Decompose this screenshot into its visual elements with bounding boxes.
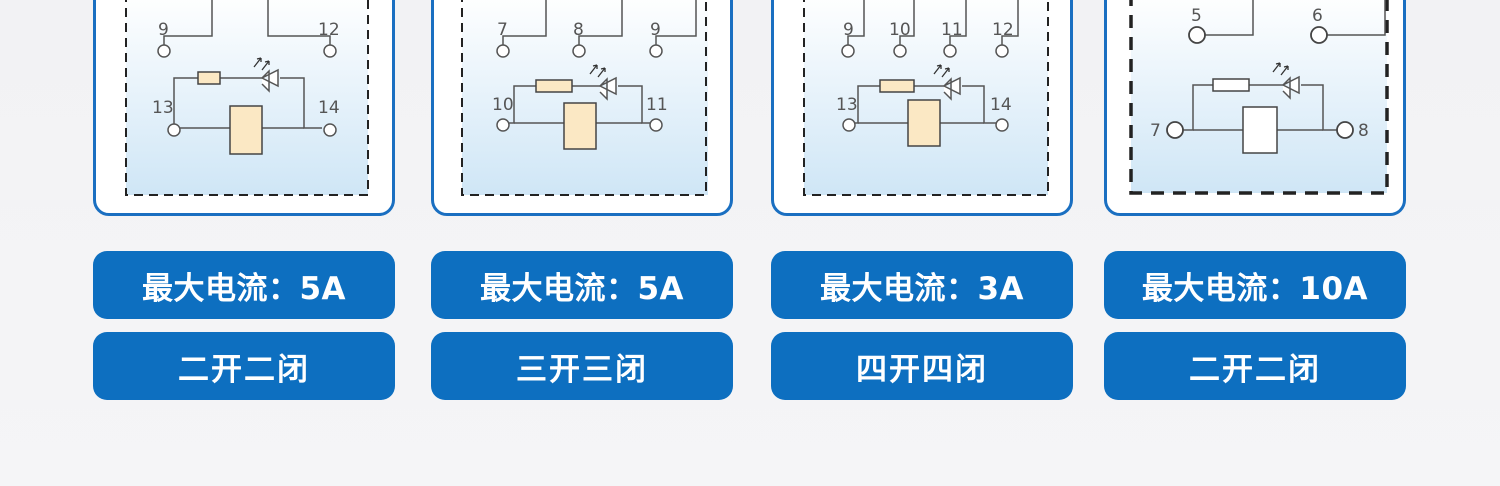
pin-label: 12 [318,20,340,40]
pin-label: 9 [158,20,169,40]
pin-label: 8 [1358,121,1369,141]
light-emission-icon [933,64,950,78]
contact-config-label: 二开二闭 [93,332,395,400]
pin-label: 11 [646,95,668,115]
pin-label: 6 [1312,6,1323,26]
pin-label: 14 [990,95,1012,115]
light-emission-icon [253,57,270,71]
pin-label: 12 [992,20,1014,40]
pin-label: 13 [152,98,174,118]
relay-card-4: 5 6 7 8 [1104,0,1406,216]
light-emission-icon [589,64,606,78]
pin-label: 10 [889,20,911,40]
relay-card-2: 7 8 9 10 11 [431,0,733,216]
max-current-label: 最大电流：5A [93,251,395,319]
relay-diagram-2: 7 8 9 10 11 [461,0,708,196]
relay-card-1: 9 12 13 14 [93,0,395,216]
contact-config-label: 二开二闭 [1104,332,1406,400]
relay-diagram-4: 5 6 7 8 [1129,0,1389,195]
contact-config-label: 三开三闭 [431,332,733,400]
max-current-label: 最大电流：3A [771,251,1073,319]
pin-label: 8 [573,20,584,40]
relay-card-3: 9 10 11 12 13 14 [771,0,1073,216]
pin-label: 9 [843,20,854,40]
pin-label: 5 [1191,6,1202,26]
relay-diagram-3: 9 10 11 12 13 14 [803,0,1049,196]
pin-label: 10 [492,95,514,115]
max-current-label: 最大电流：5A [431,251,733,319]
light-emission-icon [1272,62,1289,76]
pin-label: 7 [1150,121,1161,141]
pin-label: 7 [497,20,508,40]
relay-diagram-1: 9 12 13 14 [125,0,369,196]
pin-label: 14 [318,98,340,118]
pin-label: 9 [650,20,661,40]
contact-config-label: 四开四闭 [771,332,1073,400]
max-current-label: 最大电流：10A [1104,251,1406,319]
pin-label: 13 [836,95,858,115]
pin-label: 11 [941,20,963,40]
